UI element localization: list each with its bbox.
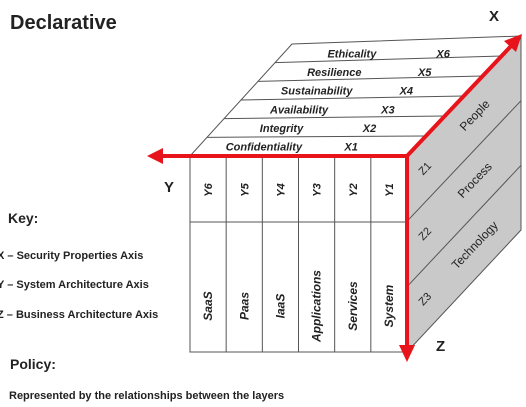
y-layer-code: Y6 [203, 182, 215, 196]
x-layer-divider [240, 95, 465, 101]
key-title: Key: [8, 210, 39, 226]
x-layer-code: X6 [435, 48, 450, 60]
y-layer-label: IaaS [273, 294, 287, 319]
x-layer-label: Integrity [260, 123, 304, 135]
y-layer-label: SaaS [201, 291, 215, 320]
x-layer-label: Confidentiality [226, 142, 303, 154]
y-layer-label: Services [346, 281, 360, 331]
x-layer-divider [206, 135, 427, 138]
x-layer-divider [257, 75, 484, 82]
y-layer-label: System [382, 284, 396, 327]
policy-text: Represented by the relationships between… [9, 390, 285, 402]
y-layer-label: Paas [237, 292, 251, 320]
y-axis-arrowhead [147, 148, 163, 164]
cube-grid-lines [190, 55, 522, 352]
y-layer-code: Y3 [312, 183, 324, 196]
x-layer-code: X4 [399, 86, 413, 98]
x-layer-label: Ethicality [327, 48, 377, 60]
x-layer-code: X3 [380, 104, 394, 116]
x-layer-label: Sustainability [281, 86, 353, 98]
x-layer-label: Availability [269, 104, 329, 116]
y-layer-code: Y2 [348, 183, 360, 196]
key-item-z: Z – Business Architecture Axis [0, 309, 159, 321]
x-axis-line [405, 43, 514, 158]
x-layer-divider [223, 115, 446, 120]
x-layer-code: X5 [417, 67, 432, 79]
x-layer-code: X2 [362, 123, 376, 135]
key-item-x: X – Security Properties Axis [0, 250, 144, 262]
z-layer-divider [406, 100, 522, 222]
x-layer-divider [274, 55, 503, 64]
key-item-y: Y – System Architecture Axis [0, 279, 149, 291]
y-layer-label: Applications [310, 270, 324, 343]
z-axis-label: Z [436, 338, 445, 355]
x-layer-label: Resilience [307, 67, 361, 79]
x-axis-arrowhead [504, 34, 522, 52]
y-axis-label: Y [164, 179, 174, 196]
policy-title: Policy: [10, 356, 56, 372]
y-layer-code: Y1 [384, 183, 396, 196]
x-axis-label: X [489, 8, 499, 25]
y-layer-code: Y5 [239, 182, 251, 196]
x-layer-code: X1 [343, 142, 357, 154]
page-title: Declarative [10, 12, 117, 34]
z-axis-arrowhead [399, 345, 415, 362]
y-layer-code: Y4 [275, 183, 287, 196]
z-layer-divider [406, 164, 522, 288]
